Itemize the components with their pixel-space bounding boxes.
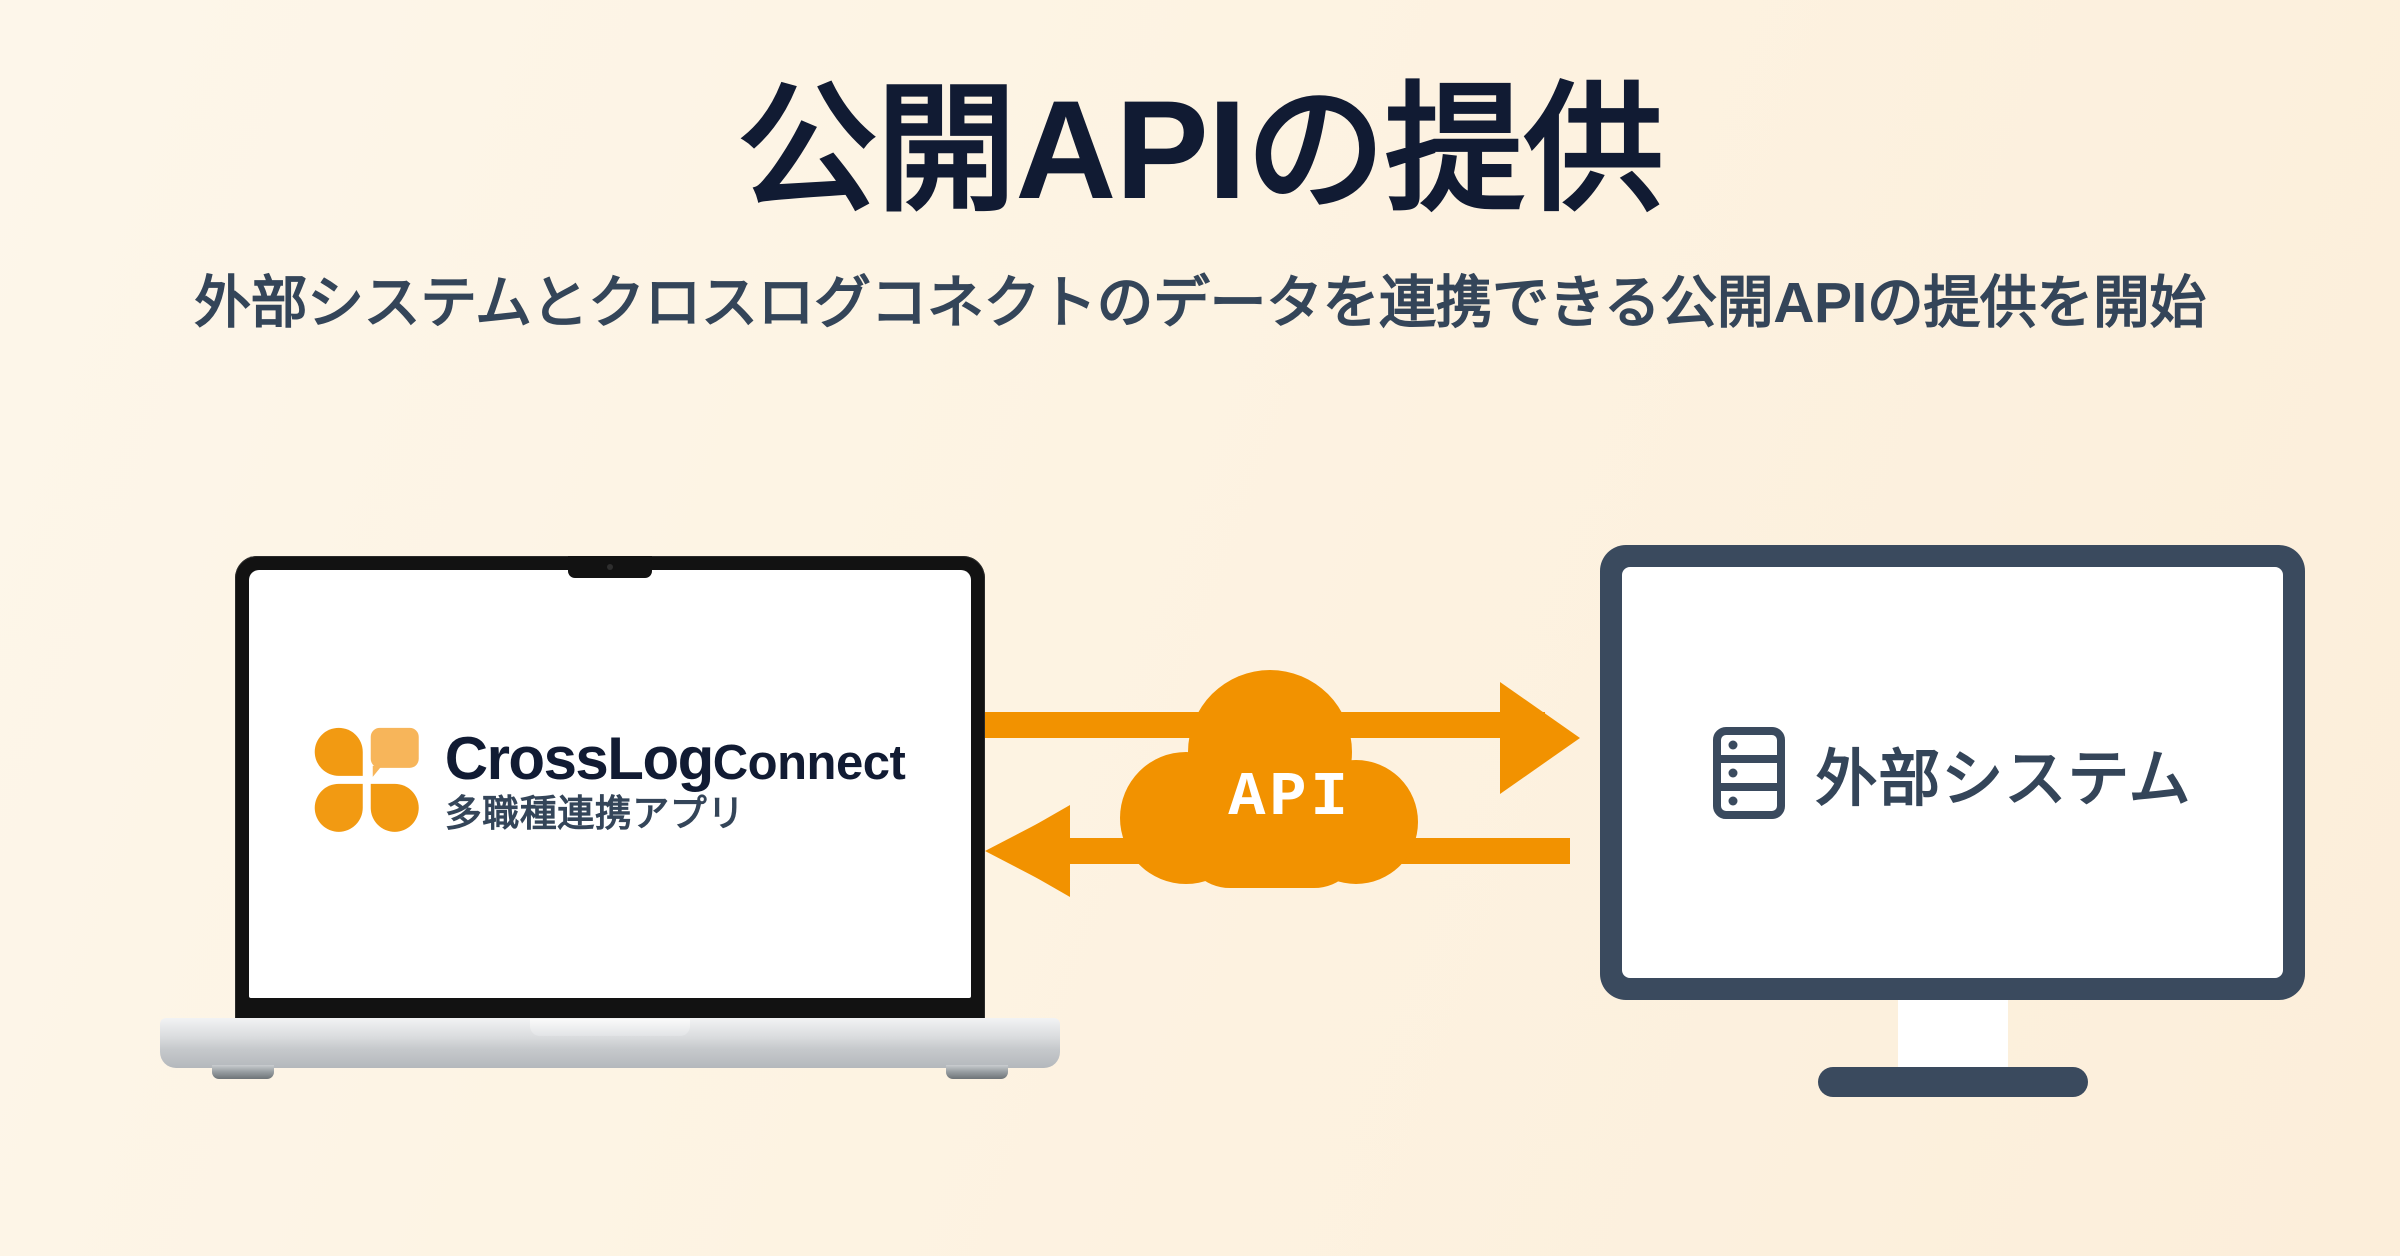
laptop-foot-left [212,1065,274,1079]
external-system-monitor: 外部システム [1600,545,2305,1115]
page-title: 公開APIの提供 [737,71,1663,228]
brand-name-suffix: Connect [712,735,906,790]
camera-icon [607,564,613,570]
api-label: API [1228,762,1352,833]
monitor-neck-highlight [1897,1000,2008,1074]
laptop-lid: CrossLogConnect 多職種連携アプリ [235,556,985,1026]
laptop-device: CrossLogConnect 多職種連携アプリ [160,556,1060,1106]
api-cloud-badge: API [1140,666,1440,916]
brand-name: CrossLogConnect [445,728,906,788]
petal-bottom-left-icon [314,783,363,832]
petal-bottom-right-icon [370,783,419,832]
brand-tagline: 多職種連携アプリ [444,792,745,834]
monitor-frame: 外部システム [1600,545,2305,1000]
speech-bubble-icon [370,727,419,768]
page-subtitle: 外部システムとクロスログコネクトのデータを連携できる公開APIの提供を開始 [194,271,2206,335]
laptop-lip [530,1019,690,1036]
crosslog-brand-lockup: CrossLogConnect 多職種連携アプリ [314,727,906,834]
monitor-display: 外部システム [1622,567,2283,978]
laptop-screen: CrossLogConnect 多職種連携アプリ [249,570,971,998]
laptop-foot-right [946,1065,1008,1079]
brand-text-block: CrossLogConnect 多職種連携アプリ [444,728,906,834]
page-header: 公開APIの提供 外部システムとクロスログコネクトのデータを連携できる公開API… [0,0,2400,339]
server-stack-icon [1713,726,1786,819]
laptop-camera-notch [568,556,652,578]
monitor-label: 外部システム [1815,744,2192,814]
monitor-stand [1817,1067,2088,1097]
petal-top-left-icon [314,727,363,776]
brand-name-primary: CrossLog [444,724,715,792]
speech-bubble-tail-icon [372,765,382,777]
crosslog-petal-mark-icon [314,727,419,832]
